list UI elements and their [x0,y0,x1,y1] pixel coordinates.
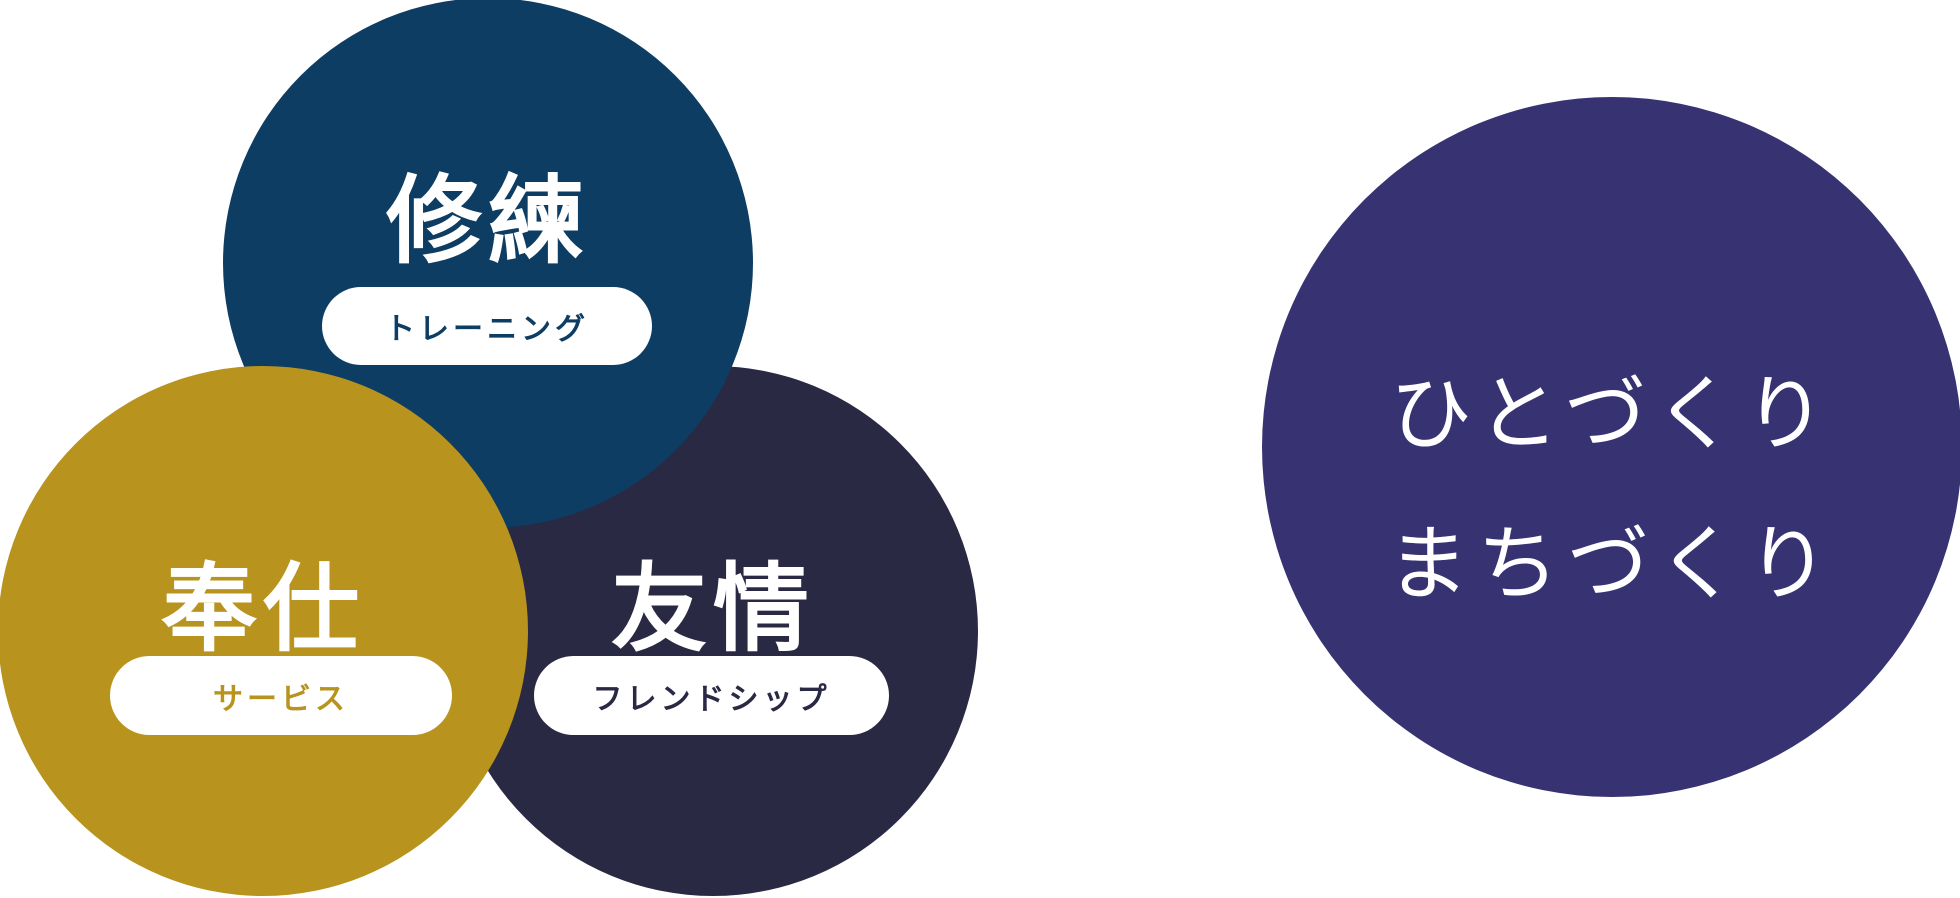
friendship-title: 友情 [611,552,815,665]
service-title: 奉仕 [161,552,365,665]
training-label: トレーニング [322,287,652,365]
service-label: サービス [110,656,452,735]
service-circle: 奉仕 サービス [0,366,528,896]
community-building-circle: ひとづくり まちづくり [1262,97,1960,797]
training-title: 修練 [386,164,590,277]
friendship-label: フレンドシップ [534,656,889,735]
town-building-text: まちづくり [1386,517,1837,612]
people-building-text: ひとづくり [1389,367,1835,462]
